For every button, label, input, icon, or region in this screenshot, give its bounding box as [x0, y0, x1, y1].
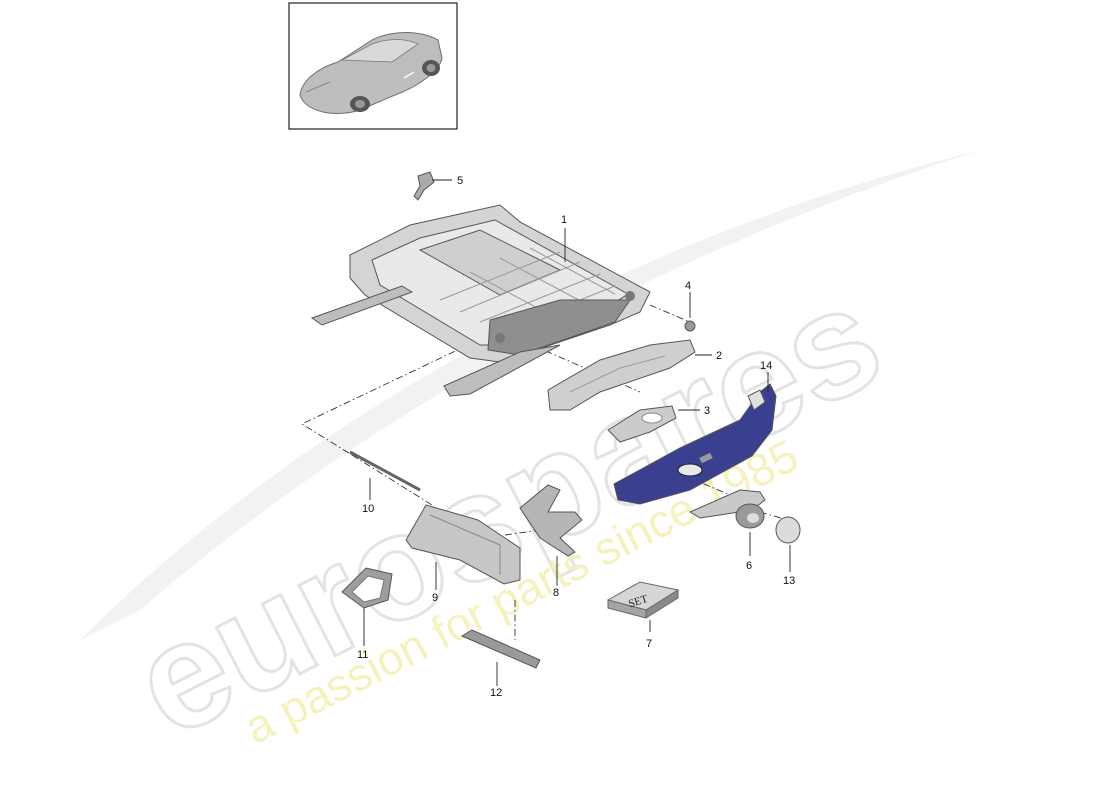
callouts: 1 2 3 4 5 6 7 8 9 10 11 12 13 14	[357, 175, 795, 699]
part-9-housing	[405, 504, 521, 585]
callout-2: 2	[716, 350, 722, 362]
callout-12: 12	[490, 687, 502, 699]
leader-lines	[363, 179, 791, 686]
callout-4: 4	[685, 280, 691, 292]
callout-9: 9	[432, 592, 438, 604]
part-13-cap	[775, 516, 801, 544]
part-10-rod	[349, 450, 421, 492]
dash-line-3	[649, 304, 691, 323]
part-3-control-cover	[607, 405, 677, 443]
dash-line-7	[759, 511, 789, 521]
parts: SET	[310, 171, 801, 669]
part-5-bracket	[413, 171, 435, 201]
callout-10: 10	[362, 503, 374, 515]
part-2-side-trim	[547, 339, 696, 411]
part-11-ring	[341, 567, 393, 609]
part-8-bracket	[519, 484, 583, 557]
callout-11: 11	[357, 649, 368, 661]
part-12-plate	[460, 629, 541, 669]
callout-14: 14	[760, 360, 772, 372]
part-14-blue-trim	[613, 383, 777, 505]
callout-8: 8	[553, 587, 559, 599]
part-4-clip	[684, 320, 696, 332]
car-icon	[299, 32, 443, 114]
dash-line-1	[301, 344, 469, 456]
callout-7: 7	[646, 638, 652, 650]
set-box-label: SET	[627, 593, 650, 611]
part-6-lever	[688, 489, 766, 529]
part-7-set-box: SET	[606, 581, 680, 619]
dash-line-5	[504, 527, 556, 536]
part-1-seat-frame	[310, 204, 651, 397]
callout-3: 3	[704, 405, 710, 417]
callout-5: 5	[457, 175, 463, 187]
car-thumbnail	[288, 2, 458, 130]
dash-line-2	[351, 454, 433, 506]
callout-6: 6	[746, 560, 752, 572]
callout-13: 13	[783, 575, 795, 587]
callout-1: 1	[561, 214, 567, 226]
